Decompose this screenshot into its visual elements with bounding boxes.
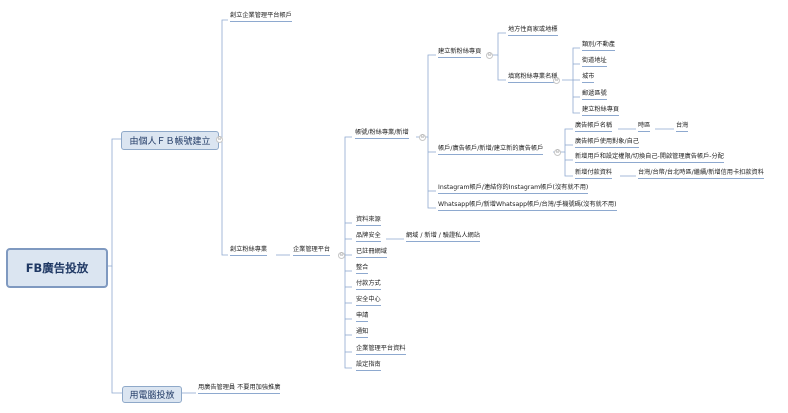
root-node[interactable]: FB廣告投放 [6,248,108,288]
collapse-toggle-icon[interactable]: ⊖ [419,134,426,141]
platform-item[interactable]: 品牌安全 [356,232,381,242]
platform-item[interactable]: 通知 [356,328,369,338]
local-business-option[interactable]: 地方性商家或地標 [508,26,558,36]
info-item[interactable]: 建立粉絲專頁 [582,106,620,116]
ad-account-use-for[interactable]: 廣告帳戶使用對象/自己 [575,138,639,148]
branch-computer[interactable]: 用電腦投放 [122,386,182,403]
info-item[interactable]: 類別/不動產 [582,41,616,51]
add-user-permissions[interactable]: 新增用戶和設定權限/切換自己-開啟管理廣告帳戶-分配 [575,153,724,163]
collapse-toggle-icon[interactable]: ⊖ [216,136,223,143]
add-payment[interactable]: 新增付款資料 [575,169,613,179]
info-item[interactable]: 郵遞區號 [582,90,607,100]
platform-item[interactable]: 已註冊網域 [356,248,387,258]
platform-item[interactable]: 付款方式 [356,280,381,290]
platform-item[interactable]: 整合 [356,264,369,274]
branch-personal-fb[interactable]: 由個人ＦＢ帳號建立 [121,131,219,150]
platform-item[interactable]: 安全中心 [356,296,381,306]
instagram-account[interactable]: Instagram帳戶/連結你的Instagram帳戶(沒有就不用) [438,184,589,194]
info-item[interactable]: 街道地址 [582,57,607,67]
platform-item[interactable]: 申請 [356,312,369,322]
fans-page-add[interactable]: 帳號/粉絲專業/新增 [355,129,409,139]
fill-fans-page-name[interactable]: 填寫粉絲專業名稱 [508,73,558,83]
ads-manager-tip[interactable]: 用廣告管理員 不要用加強推廣 [198,384,281,394]
create-platform-account[interactable]: 創立企業管理平台帳戶 [230,12,292,22]
ad-account-node[interactable]: 帳戶/廣告帳戶/新增/建立新的廣告帳戶 [438,145,544,155]
platform-item[interactable]: 企業管理平台資料 [356,345,406,355]
ad-account-name[interactable]: 廣告帳戶名稱 [575,122,613,132]
payment-detail[interactable]: 台灣/台幣/台北時區/繼續/新增信用卡扣款資料 [638,169,764,179]
brand-safety-detail[interactable]: 網域 / 新增 / 驗證私人網站 [406,232,480,242]
create-fans-page[interactable]: 創立粉絲專業 [230,246,268,256]
info-item[interactable]: 城市 [582,73,595,83]
timezone-label[interactable]: 時區 [638,122,651,132]
timezone-value[interactable]: 台灣 [676,122,689,132]
platform-item[interactable]: 資料來源 [356,216,381,226]
collapse-toggle-icon[interactable]: ⊖ [338,252,345,259]
whatsapp-account[interactable]: Whatsapp帳戶/新增Whatsapp帳戶/台灣/手機號碼(沒有就不用) [438,201,617,211]
collapse-toggle-icon[interactable]: ⊖ [486,52,493,59]
collapse-toggle-icon[interactable]: ⊖ [554,149,561,156]
platform-item[interactable]: 設定指南 [356,361,381,371]
business-manager[interactable]: 企業管理平台 [293,246,331,256]
collapse-toggle-icon[interactable]: ⊖ [553,77,560,84]
create-new-fans-page[interactable]: 建立新粉絲專頁 [438,48,482,58]
